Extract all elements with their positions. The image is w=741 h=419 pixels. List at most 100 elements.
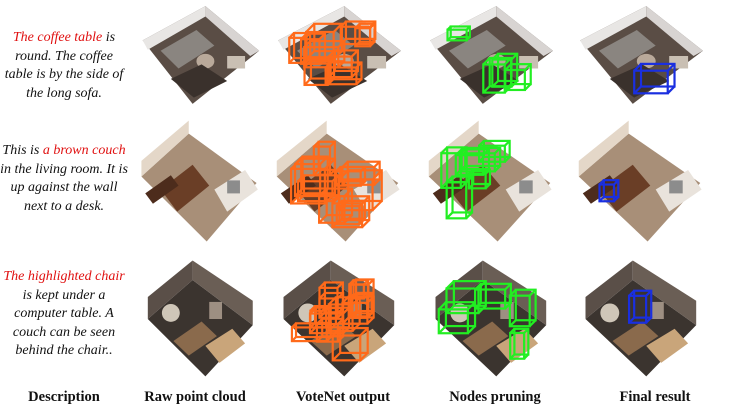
point-cloud-image — [428, 120, 552, 242]
point-cloud-image — [283, 260, 395, 377]
point-cloud-scene — [430, 6, 553, 104]
sofa — [160, 30, 215, 69]
computer-table — [173, 321, 217, 356]
column-label-nodes-pruning: Nodes pruning — [449, 389, 541, 405]
fixture — [227, 180, 240, 194]
point-cloud-image — [276, 120, 400, 242]
votenet-bounding-box — [309, 304, 332, 329]
scene-2-final-result — [572, 118, 707, 248]
scene-3-final-result — [572, 258, 707, 380]
highlighted-target-phrase: a brown couch — [42, 143, 126, 158]
column-label-votenet-output: VoteNet output — [295, 389, 391, 405]
chair — [500, 301, 514, 319]
votenet-bounding-box — [289, 157, 337, 205]
room-wall — [646, 6, 703, 56]
highlighted-target-phrase: The highlighted chair — [3, 269, 125, 284]
room-wall — [344, 6, 401, 56]
room-wall — [578, 120, 629, 177]
scene-3-nodes-pruning — [422, 258, 557, 380]
pruned-candidate-box — [509, 327, 530, 360]
column-label-raw-point-cloud: Raw point cloud — [144, 389, 246, 405]
room-wall — [283, 260, 331, 319]
description-text: in the living room. It is up against the… — [0, 161, 128, 214]
side-table — [227, 56, 246, 69]
pruned-candidate-box — [445, 280, 487, 315]
row-2-description: This is a brown couch in the living room… — [0, 142, 128, 216]
couch — [344, 328, 387, 363]
final-result-box — [633, 62, 676, 95]
rug — [170, 64, 228, 98]
rug — [609, 64, 670, 98]
description-text: is kept under a computer table. A couch … — [12, 287, 116, 359]
room-wall — [632, 260, 697, 326]
votenet-bounding-box — [341, 295, 375, 325]
row-3-description: The highlighted chair is kept under a co… — [0, 268, 128, 361]
scene-1-votenet-output — [270, 4, 405, 108]
point-cloud-image — [580, 6, 703, 104]
final-result-box — [627, 289, 653, 324]
wall-clock — [161, 303, 180, 322]
point-cloud-image — [278, 6, 401, 104]
pruned-candidate-box — [445, 175, 474, 220]
side-table — [519, 56, 539, 69]
pruned-candidate-box — [504, 63, 532, 92]
room-wall — [141, 120, 189, 177]
desk — [145, 175, 179, 204]
couch — [599, 164, 651, 212]
computer-table — [462, 321, 509, 356]
scene-2-votenet-output — [270, 118, 405, 248]
point-cloud-scene — [580, 6, 703, 104]
row-1-description: The coffee table is round. The coffee ta… — [0, 29, 128, 103]
scene-3-raw-point-cloud — [135, 258, 263, 380]
chair — [650, 301, 664, 319]
point-cloud-image — [141, 120, 258, 242]
point-cloud-image — [578, 120, 702, 242]
scene-2-raw-point-cloud — [135, 118, 263, 248]
room-wall — [585, 260, 633, 319]
final-result-box — [598, 179, 620, 203]
scene-3-votenet-output — [270, 258, 405, 380]
column-label-description: Description — [28, 389, 100, 405]
votenet-bounding-box — [312, 140, 336, 176]
scene-1-final-result — [572, 4, 707, 108]
room-wall — [580, 6, 647, 50]
chair — [209, 301, 223, 319]
couch — [205, 328, 246, 363]
side-table — [367, 56, 387, 69]
pruned-candidate-box — [446, 25, 471, 42]
point-cloud-scene — [147, 260, 253, 377]
pruned-candidate-box — [508, 288, 537, 328]
scene-1-nodes-pruning — [422, 4, 557, 108]
room-wall — [192, 260, 253, 326]
point-cloud-scene — [578, 120, 702, 242]
room-wall — [276, 120, 327, 177]
room-wall — [142, 6, 206, 50]
point-cloud-image — [147, 260, 253, 377]
description-text: This is — [2, 143, 43, 158]
room-wall — [147, 260, 193, 319]
point-cloud-image — [142, 6, 260, 104]
point-cloud-scene — [142, 6, 260, 104]
highlighted-target-phrase: The coffee table — [12, 30, 103, 45]
pruned-candidate-box — [454, 148, 491, 176]
point-cloud-image — [435, 260, 547, 377]
wall-clock — [600, 303, 620, 323]
scene-1-raw-point-cloud — [135, 4, 263, 108]
point-cloud-scene — [585, 260, 697, 377]
fixture — [519, 180, 533, 194]
column-label-final-result: Final result — [619, 389, 691, 405]
scene-2-nodes-pruning — [422, 118, 557, 248]
votenet-bounding-box — [331, 195, 371, 229]
description-text: is round. The coffee table is by the sid… — [4, 30, 124, 101]
computer-table — [612, 321, 659, 356]
fixture — [367, 180, 381, 194]
votenet-bounding-box — [327, 49, 359, 79]
room-wall — [205, 6, 260, 56]
votenet-bounding-box — [354, 22, 376, 48]
votenet-bounding-box — [288, 31, 312, 64]
point-cloud-scene — [141, 120, 258, 242]
fixture — [669, 180, 683, 194]
point-cloud-image — [430, 6, 553, 104]
point-cloud-image — [585, 260, 697, 377]
sofa — [449, 30, 506, 69]
